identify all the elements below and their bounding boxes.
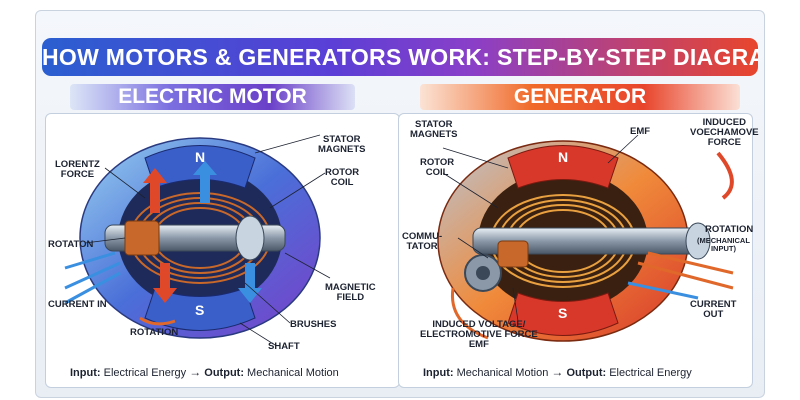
generator-commutator-gear (464, 240, 529, 292)
motor-rotation-arrow (139, 316, 176, 326)
generator-magnet-n (507, 145, 619, 189)
generator-pole-n: N (558, 149, 569, 165)
generator-output-arrows (637, 251, 734, 290)
motor-illustration (64, 134, 331, 346)
motor-magnet-n (144, 145, 256, 189)
generator-footer: Input: Mechanical Motion → Output: Elect… (423, 365, 692, 379)
generator-rotation-arrow (716, 151, 734, 200)
motor-label-rotation-left: ROTATON (48, 239, 94, 250)
generator-pointer-lines (442, 134, 639, 322)
generator-heading: GENERATOR (420, 84, 740, 110)
motor-current-arrows (64, 251, 121, 305)
generator-pole-s: S (558, 305, 568, 321)
motor-heading: ELECTRIC MOTOR (70, 84, 355, 110)
motor-pointer-lines (84, 134, 331, 346)
generator-label-commutator: COMMU-TATOR (402, 231, 443, 252)
generator-spin-arrow (450, 287, 489, 340)
motor-label-current-in: CURRENT IN (48, 299, 107, 310)
motor-pole-n: N (195, 149, 206, 165)
page-title: HOW MOTORS & GENERATORS WORK: STEP-BY-ST… (42, 38, 758, 76)
generator-magnet-s (507, 292, 619, 336)
motor-commutator (124, 220, 160, 256)
generator-current-arrow (627, 281, 699, 300)
motor-footer: Input: Electrical Energy → Output: Mecha… (70, 365, 339, 379)
motor-label-shaft: SHAFT (268, 341, 300, 352)
motor-pole-s: S (195, 302, 205, 318)
motor-label-rotation-bottom: ROTATION (130, 327, 179, 338)
generator-label-rotation: ROTATION (705, 224, 754, 235)
generator-illustration (437, 134, 734, 342)
generator-label-emf: EMF (630, 126, 651, 137)
motor-label-brushes: BRUSHES (290, 319, 337, 330)
